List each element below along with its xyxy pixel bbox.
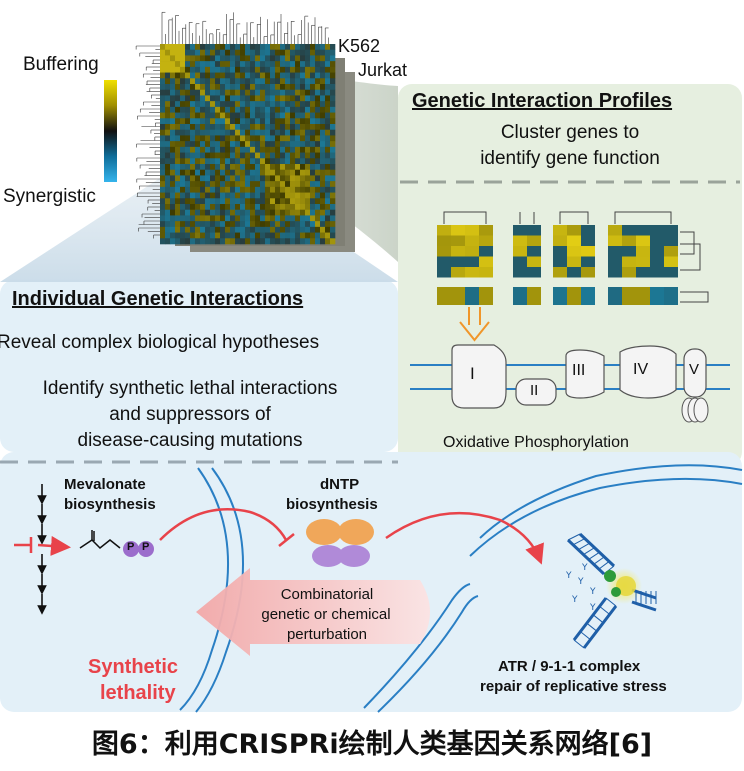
svg-text:Y: Y	[581, 563, 588, 573]
complex-iv	[619, 345, 677, 399]
isoprenoid-molecule	[79, 530, 121, 550]
complex-iv-label: IV	[633, 361, 649, 378]
dna-fork	[566, 532, 657, 649]
arrow-to-dntp	[159, 508, 288, 541]
combinatorial-line1: Combinatorial	[280, 586, 374, 603]
complex-i-label: I	[470, 364, 475, 383]
profiles-title: Genetic Interaction Profiles	[412, 90, 673, 112]
svg-text:Y: Y	[589, 603, 596, 613]
combinatorial-arrow	[196, 568, 430, 656]
phosphate-label-2: P	[142, 541, 150, 553]
individual-panel	[0, 280, 398, 452]
complex-v	[683, 348, 707, 398]
svg-text:Y: Y	[571, 595, 578, 605]
combinatorial-line2: genetic or chemical	[261, 606, 391, 623]
dendrogram-top	[161, 11, 329, 44]
atr-label-1: ATR / 9-1-1 complex	[498, 658, 641, 675]
mevalonate-label-2: biosynthesis	[64, 496, 156, 513]
combinatorial-line3: perturbation	[286, 626, 368, 643]
individual-line2: Identify synthetic lethal interactions	[42, 378, 338, 399]
dntp-label-1: dNTP	[320, 476, 360, 493]
cell-line-k562: K562	[338, 36, 381, 56]
complex-i	[451, 344, 507, 409]
individual-line1: Reveal complex biological hypotheses	[0, 332, 320, 353]
complex-ii-label: II	[530, 382, 539, 399]
phosphate-2	[138, 541, 154, 557]
phosphate-label-1: P	[127, 541, 135, 553]
phosphate-1	[123, 541, 139, 557]
synthetic-lethality-1: Synthetic	[88, 656, 179, 678]
individual-title: Individual Genetic Interactions	[12, 288, 304, 310]
profiles-line1: Cluster genes to	[500, 122, 640, 143]
svg-text:Y: Y	[589, 587, 596, 597]
figure-caption: 图6：利用CRISPRi绘制人类基因关系网络[6]	[91, 729, 653, 760]
svg-text:Y: Y	[565, 571, 572, 581]
scale-label-synergistic: Synergistic	[3, 186, 96, 207]
heatmap-k562	[160, 44, 336, 245]
inhibitor-symbol	[14, 535, 71, 556]
oxphos-diagram	[410, 344, 730, 423]
scale-label-buffering: Buffering	[23, 54, 99, 75]
dntp-label-2: biosynthesis	[286, 496, 378, 513]
complex-iii-label: III	[572, 362, 586, 379]
svg-text:Y: Y	[577, 577, 584, 587]
profiles-line2: identify gene function	[480, 148, 660, 169]
color-scale	[104, 80, 117, 182]
profile-clusters	[437, 211, 709, 305]
orange-arrow	[459, 307, 490, 342]
mevalonate-label-1: Mevalonate	[64, 476, 146, 493]
dendrogram-left	[135, 45, 160, 239]
dntp-enzyme	[306, 519, 374, 567]
arrow-to-dna	[385, 511, 544, 565]
synthetic-lethality-2: lethality	[100, 682, 176, 704]
cell-line-jurkat: Jurkat	[358, 60, 408, 80]
complex-iii	[565, 349, 605, 399]
atr-label-2: repair of replicative stress	[480, 678, 667, 695]
dntp-molecules: YYY YYY	[565, 563, 596, 613]
individual-line4: disease-causing mutations	[77, 430, 303, 451]
complex-v-label: V	[689, 361, 700, 378]
pathway-label: Oxidative Phosphorylation	[443, 434, 629, 451]
individual-line3: and suppressors of	[109, 404, 271, 425]
complex-ii	[515, 378, 557, 406]
